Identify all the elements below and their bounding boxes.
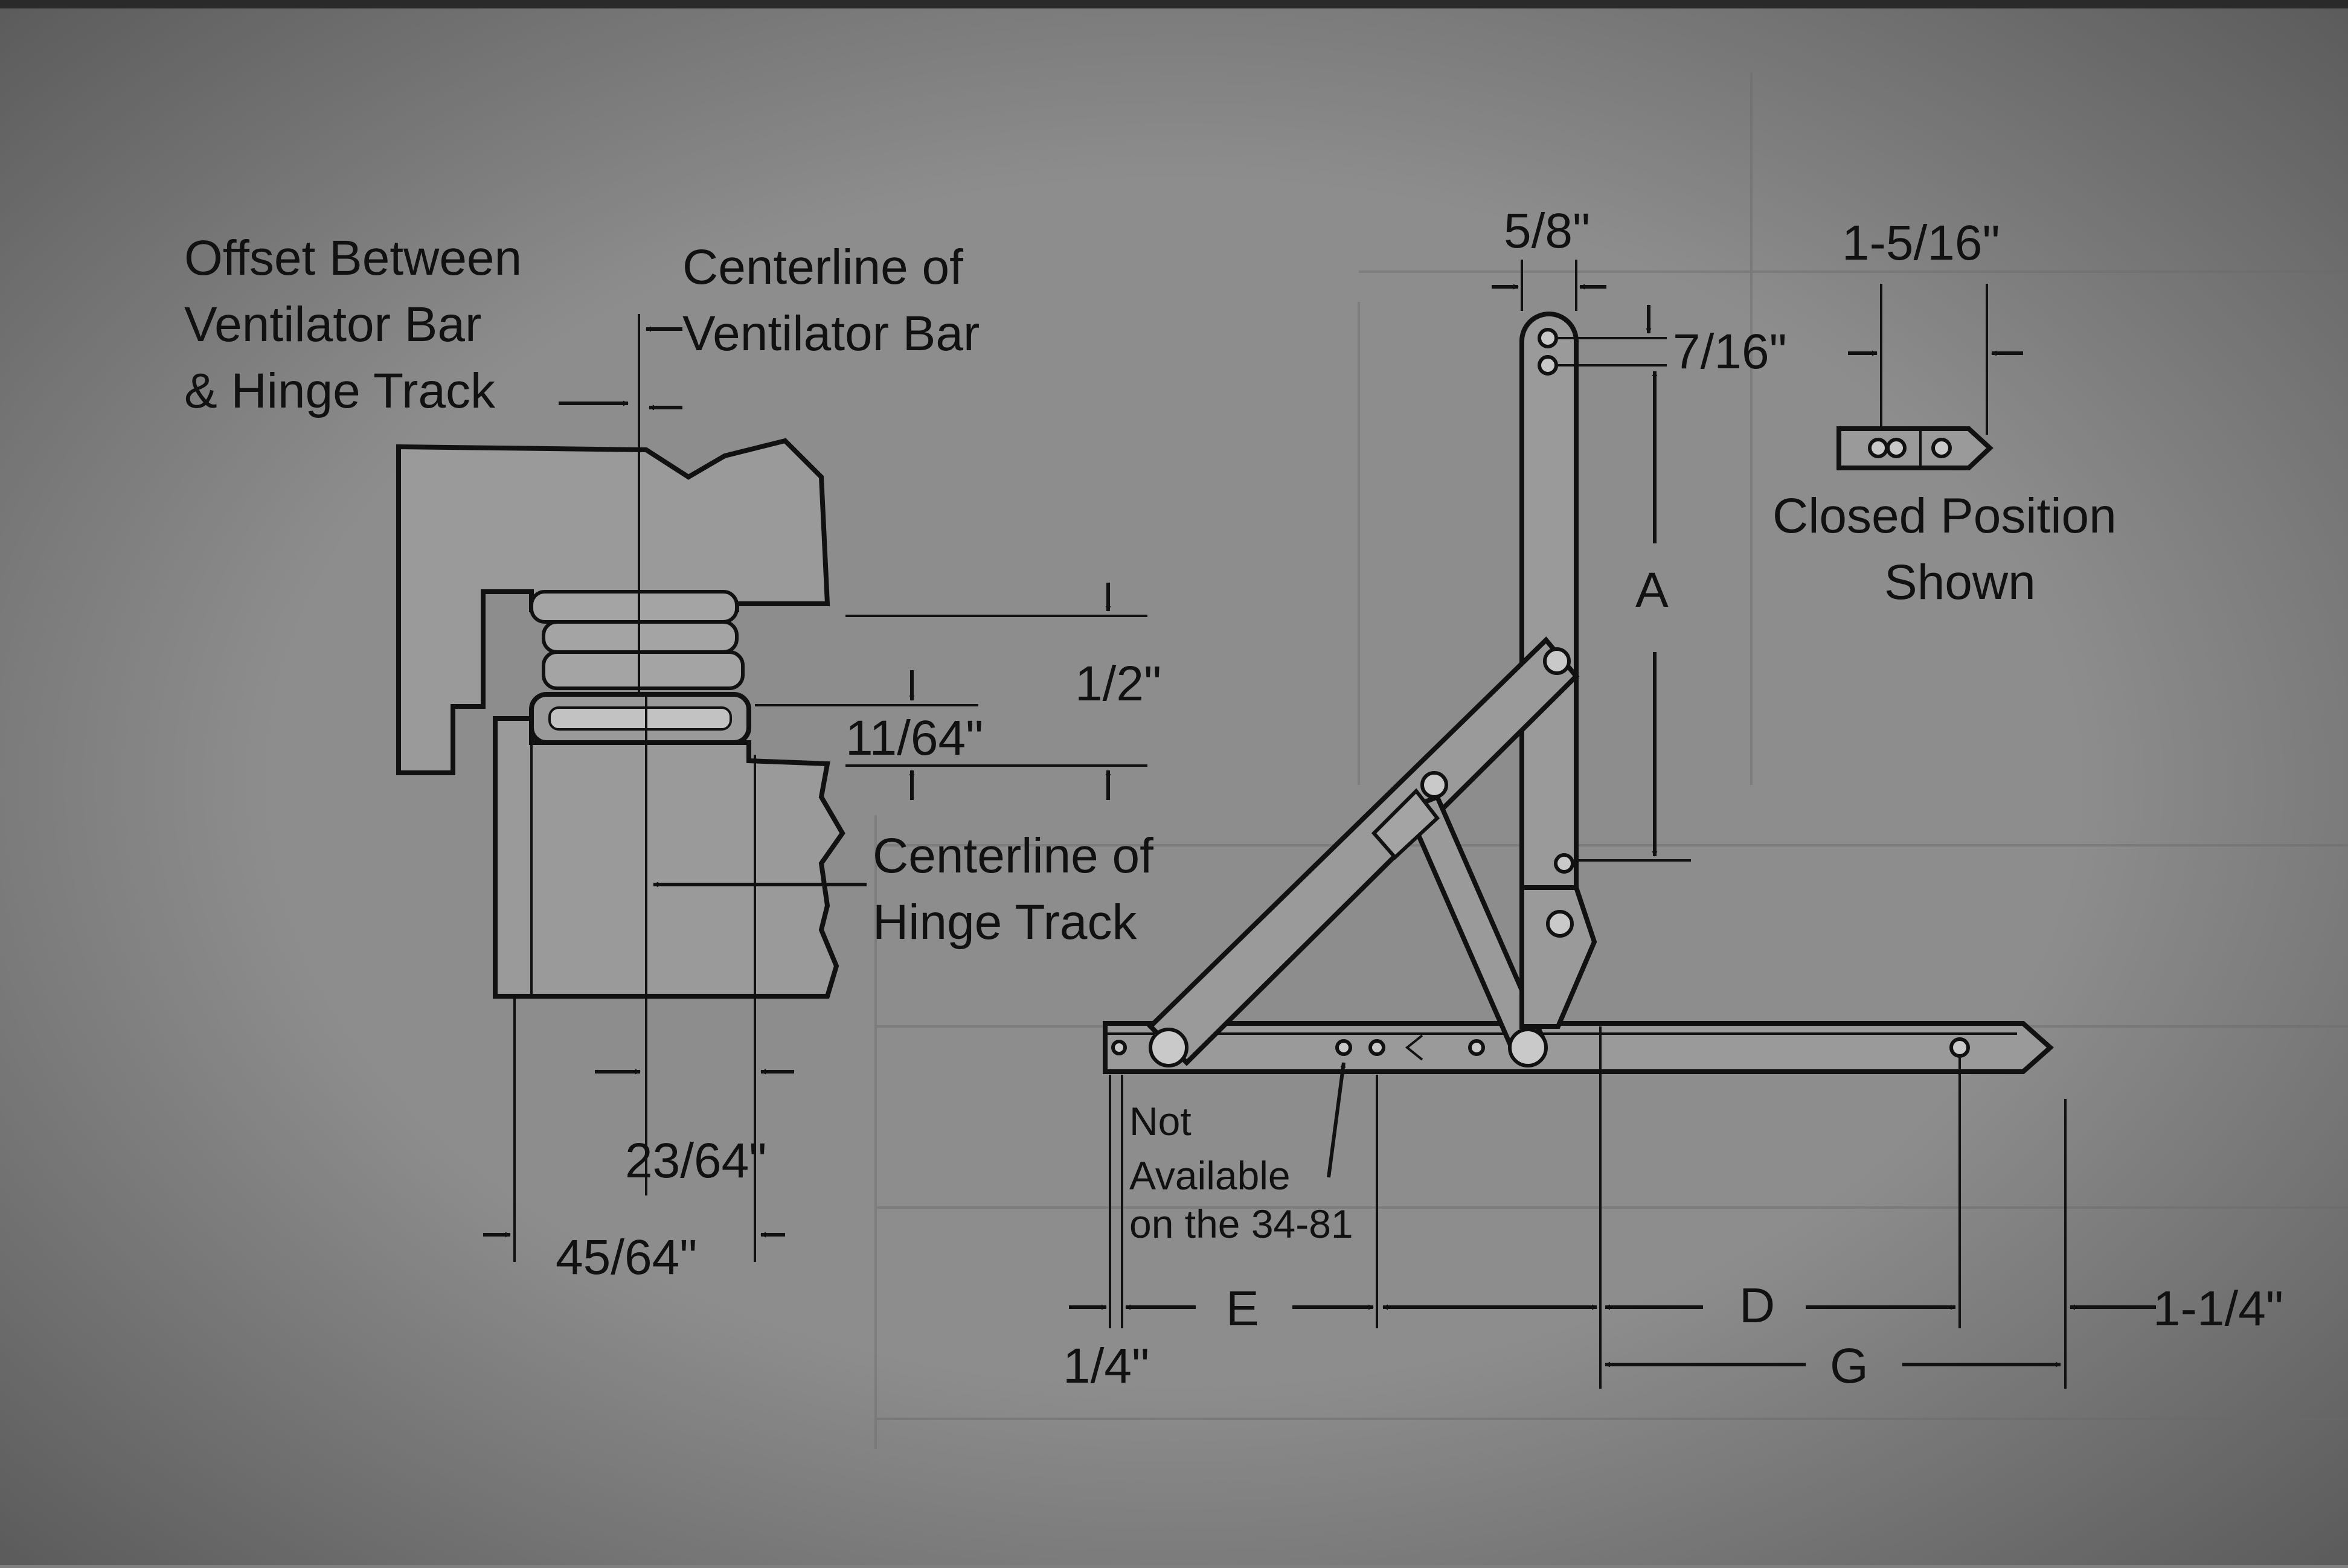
track-centerline-label-line2: Hinge Track <box>873 895 1138 950</box>
dim-g: G <box>1830 1339 1868 1394</box>
profile-layer-1 <box>530 590 739 624</box>
note-line3: on the 34-81 <box>1129 1202 1353 1246</box>
closed-position-label-line2: Shown <box>1884 555 2036 610</box>
track-notch <box>1405 1034 1423 1061</box>
dim-7-16: 7/16" <box>1673 324 1787 379</box>
rivet-top-2 <box>1538 355 1558 376</box>
dim-d: D <box>1739 1278 1775 1333</box>
track-hole-1 <box>1335 1039 1352 1056</box>
note-line1: Not <box>1129 1099 1192 1144</box>
dim-23-64: 23/64" <box>625 1133 766 1188</box>
arm-joint-plate <box>1371 788 1440 860</box>
dim-45-64: 45/64" <box>556 1230 697 1285</box>
note-line2: Available <box>1129 1153 1291 1198</box>
dim-1-5-16: 1-5/16" <box>1842 216 2000 270</box>
inset-hole-1 <box>1868 438 1888 458</box>
frame-block <box>493 716 845 999</box>
track-hole-far <box>1949 1037 1970 1058</box>
vbar-centerline-label-line2: Ventilator Bar <box>682 306 980 361</box>
dim-1-4: 1/4" <box>1063 1339 1149 1394</box>
dim-a: A <box>1635 563 1669 618</box>
pivot-right <box>1508 1028 1548 1067</box>
track-hole-3 <box>1468 1039 1485 1056</box>
offset-label-line3: & Hinge Track <box>184 363 496 418</box>
rivet-bracket <box>1546 910 1574 938</box>
rivet-arm-middle <box>1420 771 1448 799</box>
rivet-arm-upper <box>1543 647 1571 675</box>
dim-5-8: 5/8" <box>1504 203 1590 258</box>
vbar-centerline-label-line1: Centerline of <box>682 240 963 295</box>
dim-e: E <box>1226 1281 1259 1336</box>
pivot-left <box>1149 1028 1188 1067</box>
lower-bracket <box>1519 885 1597 1029</box>
hinge-track-bar <box>1103 1021 2054 1074</box>
offset-label-line1: Offset Between <box>184 231 522 286</box>
vertical-arm <box>1519 312 1579 944</box>
inset-hinge <box>1836 426 1994 470</box>
rivet-a-bottom <box>1554 853 1574 874</box>
inset-hole-2 <box>1886 438 1907 458</box>
track-hole-end <box>1111 1040 1127 1055</box>
profile-layer-3 <box>542 650 745 690</box>
closed-position-inset: 1-5/16" Closed Position Shown <box>1772 216 2117 610</box>
closed-position-label-line1: Closed Position <box>1772 488 2117 543</box>
dim-half: 1/2" <box>1075 656 1161 711</box>
track-channel <box>548 706 732 731</box>
hinge-drawing <box>1103 260 2067 1389</box>
track-centerline-label-line1: Centerline of <box>873 828 1153 883</box>
dim-11-64: 11/64" <box>845 711 983 766</box>
note-arrow <box>1327 1062 1346 1178</box>
track-hole-2 <box>1368 1039 1385 1056</box>
inset-hole-3 <box>1931 438 1952 458</box>
top-edge <box>0 0 2348 8</box>
cross-section-drawing <box>396 314 1147 1262</box>
rivet-top-1 <box>1538 328 1558 348</box>
dim-1-1-4: 1-1/4" <box>2153 1281 2283 1336</box>
offset-label-line2: Ventilator Bar <box>184 297 481 352</box>
